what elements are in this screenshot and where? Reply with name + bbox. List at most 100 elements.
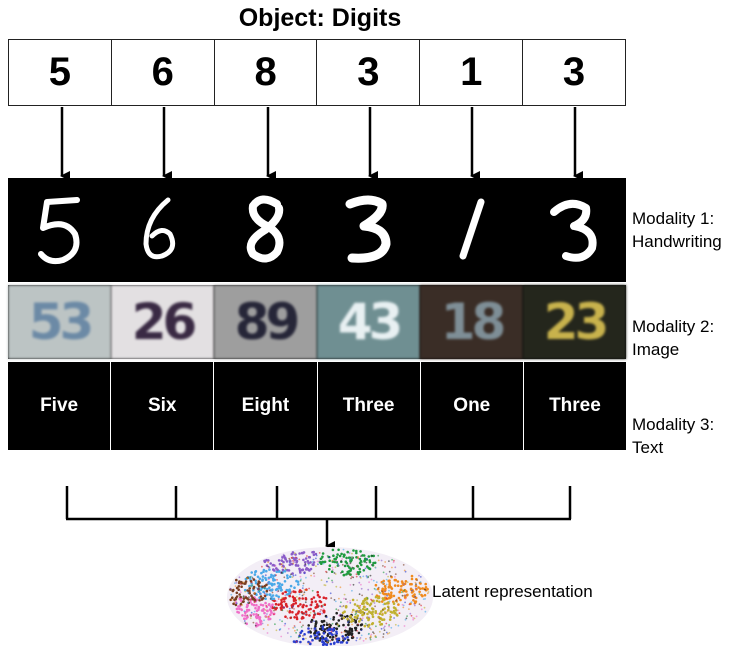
latent-point xyxy=(344,633,348,637)
latent-point xyxy=(259,598,262,601)
street-number-image: 89 xyxy=(214,285,317,359)
latent-point xyxy=(352,549,355,552)
latent-point xyxy=(337,609,340,611)
latent-point xyxy=(313,575,316,577)
latent-point xyxy=(349,559,353,563)
latent-point xyxy=(325,623,329,626)
latent-point xyxy=(367,633,370,636)
latent-point xyxy=(318,599,322,603)
latent-point xyxy=(234,603,238,607)
latent-point xyxy=(243,610,246,613)
latent-point xyxy=(302,584,304,587)
latent-point xyxy=(296,580,300,584)
latent-point xyxy=(277,584,281,588)
latent-point xyxy=(404,570,407,573)
latent-point xyxy=(241,604,244,606)
latent-point xyxy=(366,602,369,605)
latent-point xyxy=(299,579,302,582)
latent-point xyxy=(345,641,349,644)
latent-point xyxy=(370,564,373,566)
latent-point xyxy=(361,561,363,564)
latent-point xyxy=(397,603,400,606)
latent-point xyxy=(410,574,414,578)
latent-point xyxy=(306,555,308,557)
latent-point xyxy=(301,615,304,619)
latent-point xyxy=(275,606,278,610)
latent-point xyxy=(355,549,358,553)
latent-point xyxy=(246,615,249,619)
latent-point xyxy=(340,618,343,621)
latent-point xyxy=(314,600,318,603)
latent-point xyxy=(310,600,314,604)
latent-point xyxy=(312,553,316,557)
latent-point xyxy=(348,629,351,632)
latent-point xyxy=(293,597,297,600)
latent-point xyxy=(257,588,259,590)
latent-point xyxy=(259,622,263,626)
latent-point xyxy=(366,576,368,579)
latent-point xyxy=(326,555,329,557)
latent-point xyxy=(377,559,380,562)
latent-point xyxy=(382,633,385,635)
latent-point xyxy=(299,571,302,574)
latent-point xyxy=(303,633,306,636)
latent-point xyxy=(324,629,327,632)
latent-point xyxy=(362,639,365,642)
latent-point xyxy=(349,569,352,573)
latent-point xyxy=(388,589,390,592)
latent-point xyxy=(321,557,324,560)
latent-point xyxy=(269,598,272,600)
latent-point xyxy=(270,595,273,599)
latent-point xyxy=(375,625,377,628)
latent-point xyxy=(414,600,418,603)
latent-point xyxy=(374,566,377,569)
latent-point xyxy=(418,574,420,577)
latent-point xyxy=(265,616,268,619)
latent-point xyxy=(383,627,385,629)
digit-label: 1 xyxy=(420,40,524,105)
latent-point xyxy=(404,594,407,597)
latent-point xyxy=(401,603,404,606)
latent-point xyxy=(393,601,395,604)
modality-2-label: Modality 2: Image xyxy=(632,317,715,359)
latent-point xyxy=(382,571,385,574)
latent-point xyxy=(307,568,311,572)
latent-point xyxy=(413,617,416,620)
latent-point xyxy=(342,623,345,627)
latent-point xyxy=(246,614,249,617)
latent-point xyxy=(276,579,278,581)
latent-point xyxy=(392,594,396,598)
latent-point xyxy=(280,559,284,562)
latent-point xyxy=(321,625,325,628)
latent-point xyxy=(404,598,407,600)
latent-point xyxy=(247,598,250,601)
latent-point xyxy=(238,580,241,583)
digit-label: 8 xyxy=(215,40,318,105)
latent-point xyxy=(294,626,296,629)
latent-point xyxy=(364,608,367,612)
latent-point xyxy=(384,592,388,596)
latent-point xyxy=(291,572,294,575)
latent-point xyxy=(409,582,412,586)
latent-point xyxy=(274,565,277,567)
latent-point xyxy=(334,634,338,637)
latent-point xyxy=(257,614,260,616)
latent-point xyxy=(397,609,400,612)
latent-point xyxy=(265,583,268,587)
latent-point xyxy=(288,575,292,578)
latent-point xyxy=(328,631,331,635)
latent-point xyxy=(404,618,407,621)
latent-point xyxy=(286,593,289,596)
latent-point xyxy=(364,622,367,625)
latent-point xyxy=(313,620,315,623)
latent-point xyxy=(322,619,326,623)
latent-point xyxy=(371,622,375,625)
latent-point xyxy=(247,601,249,604)
latent-point xyxy=(263,560,267,564)
latent-point xyxy=(229,587,232,590)
latent-point xyxy=(385,631,388,634)
latent-point xyxy=(271,564,274,567)
latent-point xyxy=(267,578,270,581)
latent-point xyxy=(311,561,314,563)
latent-point xyxy=(304,563,307,566)
